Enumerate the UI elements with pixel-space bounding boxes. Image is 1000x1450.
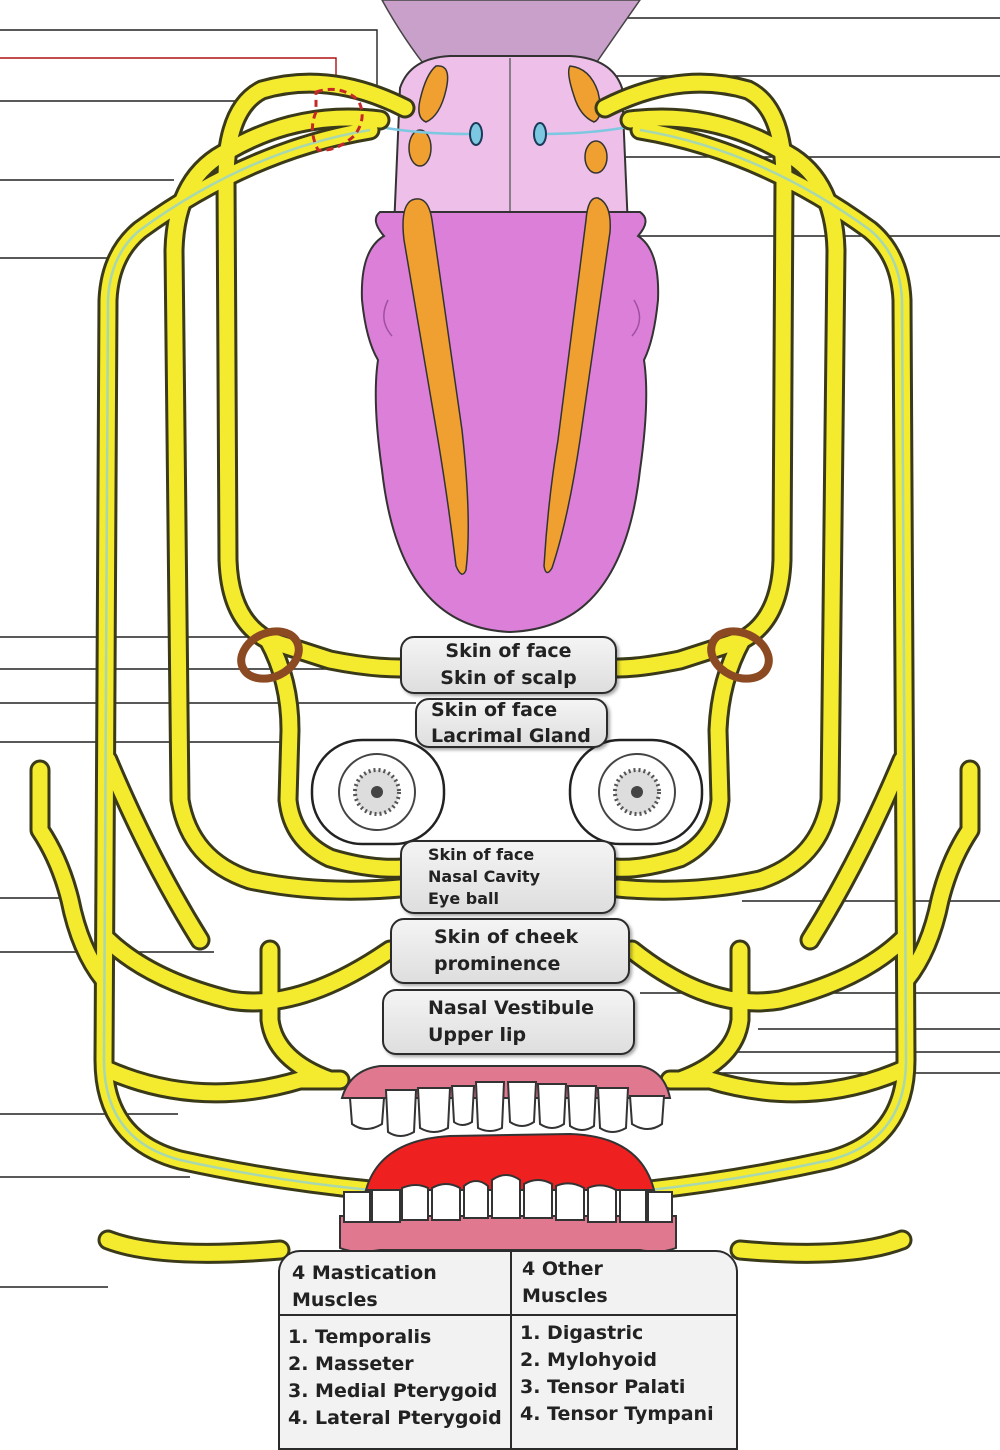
list-item: 2. Mylohyoid [520,1347,738,1374]
box-line: Lacrimal Gland [431,723,591,749]
lower-jaw [340,1134,676,1252]
box-line: Skin of cheek [434,924,578,951]
box-line: Eye ball [428,888,499,910]
other-list: 1. Digastric 2. Mylohyoid 3. Tensor Pala… [512,1316,738,1428]
upper-teeth [342,1066,670,1136]
muscles-table: 4 Mastication Muscles 1. Temporalis 2. M… [278,1250,738,1450]
sensory-box-skin-nasal-eyeball: Skin of face Nasal Cavity Eye ball [400,840,616,914]
box-line: Upper lip [428,1022,526,1049]
sensory-box-cheek: Skin of cheek prominence [390,918,630,984]
box-line: Nasal Vestibule [428,995,594,1022]
list-item: 3. Medial Pterygoid [288,1378,510,1405]
header-line: 4 Other [522,1256,738,1283]
list-item: 3. Tensor Palati [520,1374,738,1401]
header-line: 4 Mastication [292,1260,510,1287]
mastication-header: 4 Mastication Muscles [280,1252,510,1316]
box-line: Nasal Cavity [428,866,540,888]
header-line: Muscles [292,1287,510,1314]
box-line: Skin of scalp [440,665,576,692]
box-line: Skin of face [428,844,534,866]
other-header: 4 Other Muscles [512,1252,738,1316]
header-line: Muscles [522,1283,738,1310]
mastication-list: 1. Temporalis 2. Masseter 3. Medial Pter… [280,1316,510,1432]
box-line: Skin of face [431,697,557,723]
box-line: prominence [434,951,560,978]
sensory-box-skin-face-lacrimal: Skin of face Lacrimal Gland [415,698,608,748]
list-item: 1. Temporalis [288,1324,510,1351]
sensory-box-skin-face-scalp: Skin of face Skin of scalp [400,636,617,694]
left-eye [312,740,444,844]
list-item: 1. Digastric [520,1320,738,1347]
mastication-muscles-column: 4 Mastication Muscles 1. Temporalis 2. M… [280,1252,512,1448]
list-item: 2. Masseter [288,1351,510,1378]
sensory-box-nasal-vestibule: Nasal Vestibule Upper lip [382,989,635,1055]
box-line: Skin of face [445,638,571,665]
list-item: 4. Lateral Pterygoid [288,1405,510,1432]
right-eye [570,740,702,844]
other-muscles-column: 4 Other Muscles 1. Digastric 2. Mylohyoi… [512,1252,738,1448]
list-item: 4. Tensor Tympani [520,1401,738,1428]
